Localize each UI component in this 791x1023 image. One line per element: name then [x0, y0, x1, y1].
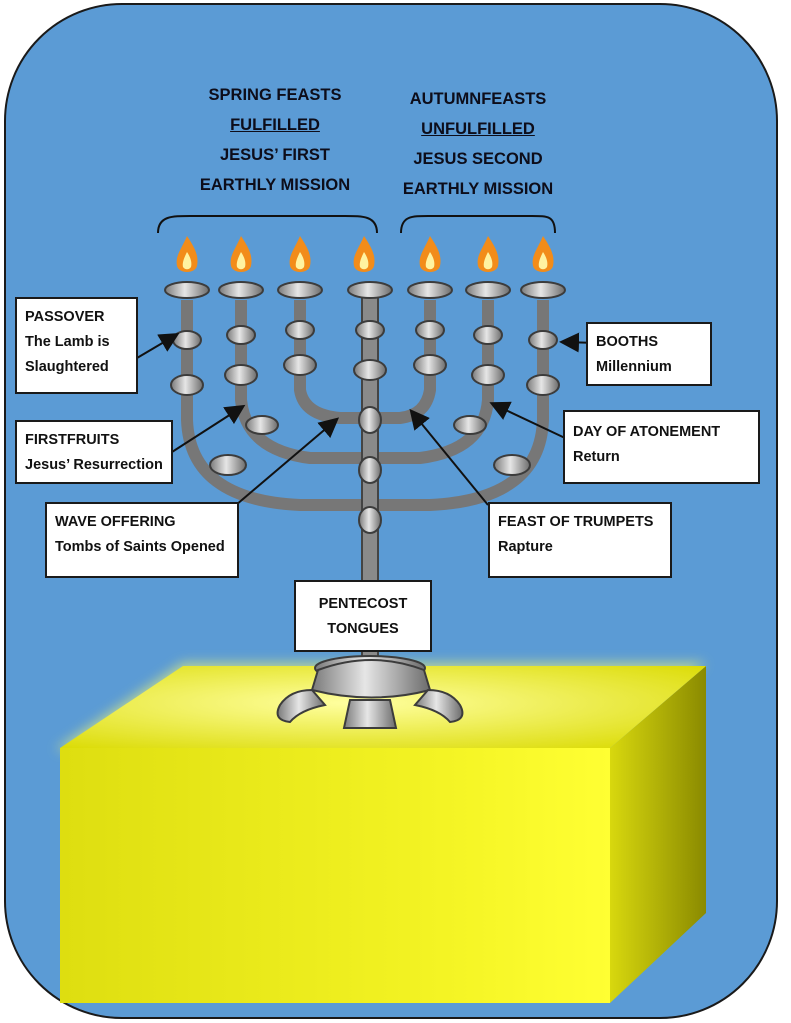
day-of-atonement-line2: Return	[573, 449, 620, 465]
wave-offering-title: WAVE OFFERING	[55, 514, 176, 530]
spring-heading-line1: SPRING FEASTS	[208, 86, 342, 104]
spring-bracket	[157, 215, 378, 234]
flame-icon	[176, 236, 554, 272]
spring-heading: SPRING FEASTS FULFILLED JESUS’ FIRST EAR…	[170, 80, 380, 200]
passover-title: PASSOVER	[25, 309, 105, 325]
passover-box: PASSOVER The Lamb is Slaughtered	[15, 297, 138, 394]
autumn-heading-line1: AUTUMNFEASTS	[409, 90, 547, 108]
booths-line2: Millennium	[596, 359, 672, 375]
feast-of-trumpets-title: FEAST OF TRUMPETS	[498, 514, 654, 530]
firstfruits-title: FIRSTFRUITS	[25, 432, 120, 448]
menorah-icon	[164, 281, 566, 729]
booths-title: BOOTHS	[596, 334, 659, 350]
booths-box: BOOTHS Millennium	[586, 322, 712, 386]
wave-offering-box: WAVE OFFERING Tombs of Saints Opened	[45, 502, 239, 578]
autumn-heading-line4: EARTHLY MISSION	[402, 180, 554, 198]
autumn-heading: AUTUMNFEASTS UNFULFILLED JESUS SECOND EA…	[373, 84, 583, 204]
pentecost-box: PENTECOST TONGUES	[294, 580, 432, 652]
wave-offering-line2: Tombs of Saints Opened	[55, 539, 225, 555]
day-of-atonement-box: DAY OF ATONEMENT Return	[563, 410, 760, 484]
passover-line2: The Lamb is	[25, 334, 110, 350]
spring-heading-line2: FULFILLED	[230, 116, 320, 134]
firstfruits-box: FIRSTFRUITS Jesus’ Resurrection	[15, 420, 173, 484]
passover-line3: Slaughtered	[25, 359, 109, 375]
pentecost-title: PENTECOST	[318, 596, 408, 612]
day-of-atonement-title: DAY OF ATONEMENT	[573, 424, 721, 440]
feast-of-trumpets-line2: Rapture	[498, 539, 553, 555]
autumn-bracket	[400, 215, 556, 234]
feast-of-trumpets-box: FEAST OF TRUMPETS Rapture	[488, 502, 672, 578]
autumn-heading-line3: JESUS SECOND	[413, 150, 543, 168]
autumn-heading-line2: UNFULFILLED	[421, 120, 535, 138]
firstfruits-line2: Jesus’ Resurrection	[25, 457, 163, 473]
spring-heading-line4: EARTHLY MISSION	[199, 176, 351, 194]
spring-heading-line3: JESUS’ FIRST	[219, 146, 331, 164]
pentecost-line2: TONGUES	[327, 621, 399, 637]
